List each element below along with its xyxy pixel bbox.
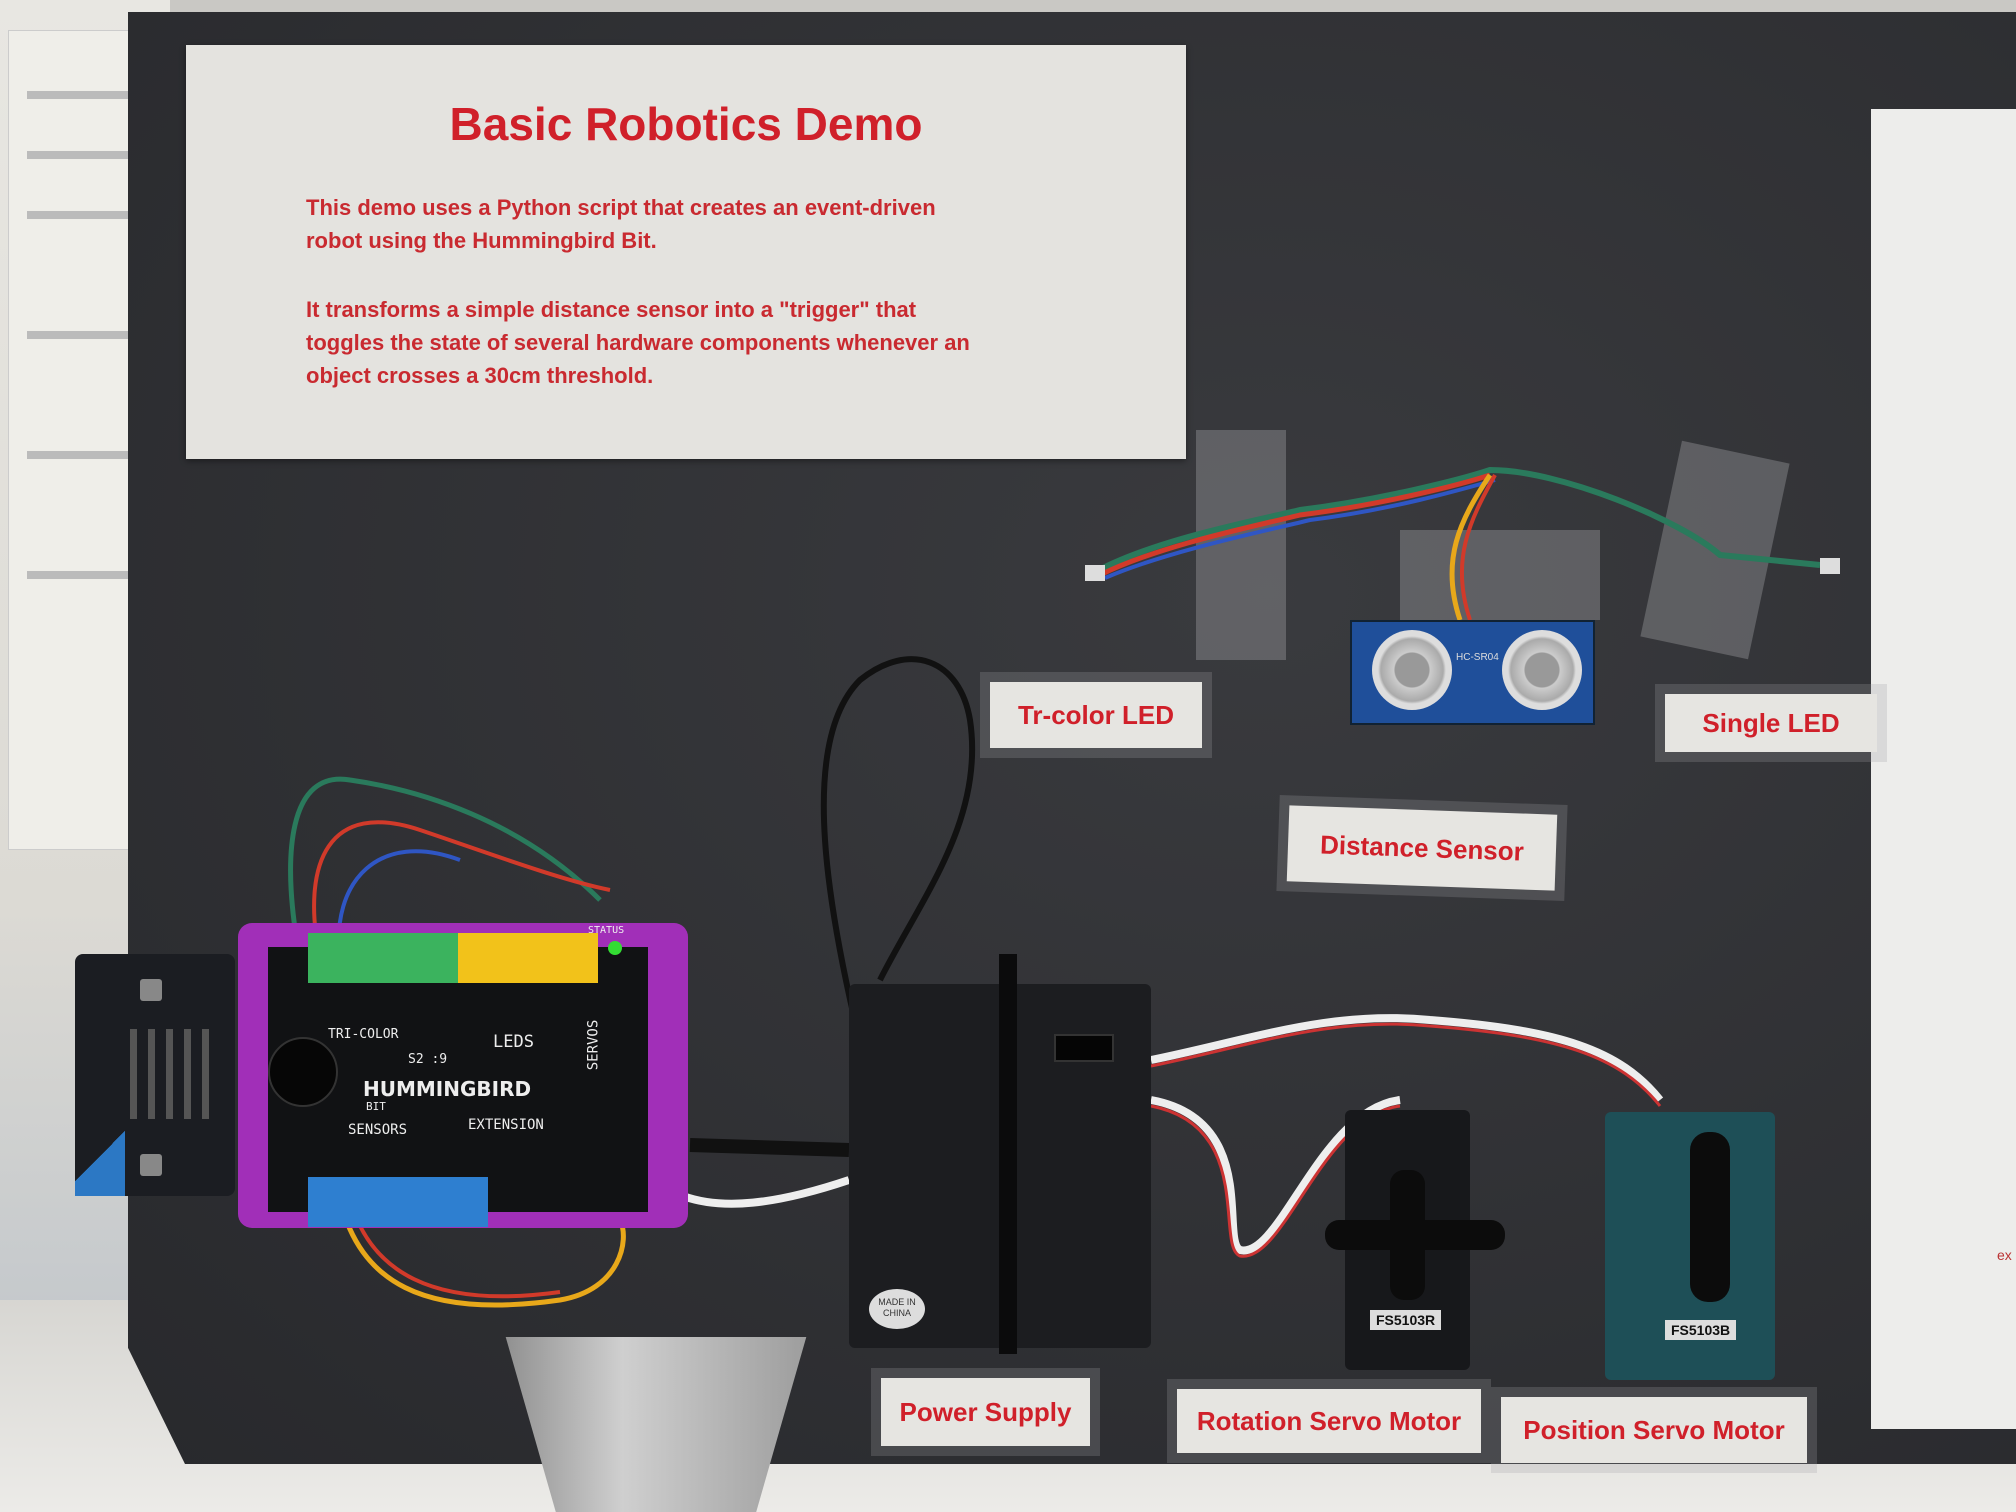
sensor-transducer [1372, 630, 1452, 710]
power-switch[interactable] [1054, 1034, 1114, 1062]
stand-clamp [505, 1337, 807, 1512]
silk-bit: BIT [366, 1100, 386, 1113]
button-b[interactable] [140, 1154, 162, 1176]
servo-model-label: FS5103B [1665, 1320, 1737, 1340]
position-servo: FS5103B [1605, 1112, 1775, 1380]
silk-sensors: SENSORS [348, 1122, 408, 1138]
button-a[interactable] [140, 979, 162, 1001]
distance-sensor: HC-SR04 [1350, 620, 1595, 725]
silk-extension: EXTENSION [468, 1117, 544, 1133]
text-line: It transforms a simple distance sensor i… [306, 297, 917, 322]
text-line: toggles the state of several hardware co… [306, 330, 970, 355]
label-position-servo: Position Servo Motor [1501, 1397, 1807, 1463]
text-line: robot using the Hummingbird Bit. [306, 228, 657, 253]
rotation-servo: FS5103R [1325, 1110, 1505, 1370]
silk-status: STATUS [588, 925, 625, 936]
silk-leds: LEDS [493, 1032, 534, 1052]
label-rotation-servo: Rotation Servo Motor [1177, 1389, 1481, 1453]
servo-model-label: FS5103R [1370, 1310, 1442, 1330]
side-sheet-text: ex [1997, 1247, 2012, 1263]
text-line: object crosses a 30cm threshold. [306, 363, 654, 388]
silk-servos: SERVOS [585, 1019, 602, 1071]
poster-title: Basic Robotics Demo [449, 98, 923, 150]
label-power-supply: Power Supply [881, 1378, 1090, 1446]
zip-tie [999, 954, 1017, 1354]
battery-pack: MADE IN CHINA [849, 954, 1151, 1354]
paragraph-1: This demo uses a Python script that crea… [306, 191, 1146, 257]
tape [1400, 530, 1600, 620]
sensor-terminals [308, 1177, 488, 1227]
silk-tricolor: TRI-COLOR [328, 1027, 399, 1042]
led-terminals [458, 933, 598, 983]
side-sheet: ex [1871, 109, 2016, 1429]
hummingbird-logo: HUMMINGBIRD [363, 1077, 532, 1101]
sensor-model: HC-SR04 [1456, 652, 1499, 663]
hummingbird-bit-controller: STATUS TRI-COLOR LEDS S2 :9 HUMMINGBIRD … [238, 923, 688, 1228]
label-single-led: Single LED [1665, 694, 1877, 752]
description-sheet: Basic Robotics Demo This demo uses a Pyt… [186, 45, 1186, 459]
tricolor-terminals [308, 933, 458, 983]
sensor-transducer [1502, 630, 1582, 710]
silk-code: S2 :9 [408, 1052, 448, 1067]
made-in-stamp: MADE IN CHINA [869, 1289, 925, 1329]
text-line: This demo uses a Python script that crea… [306, 195, 936, 220]
status-led [608, 941, 622, 955]
led-matrix [130, 1029, 220, 1119]
buzzer [268, 1037, 338, 1107]
servo-horn [1690, 1132, 1730, 1302]
microbit-board [75, 954, 235, 1196]
paragraph-2: It transforms a simple distance sensor i… [306, 293, 1146, 392]
label-distance-sensor: Distance Sensor [1286, 805, 1558, 891]
label-tricolor-led: Tr-color LED [990, 682, 1202, 748]
servo-horn [1390, 1170, 1425, 1300]
